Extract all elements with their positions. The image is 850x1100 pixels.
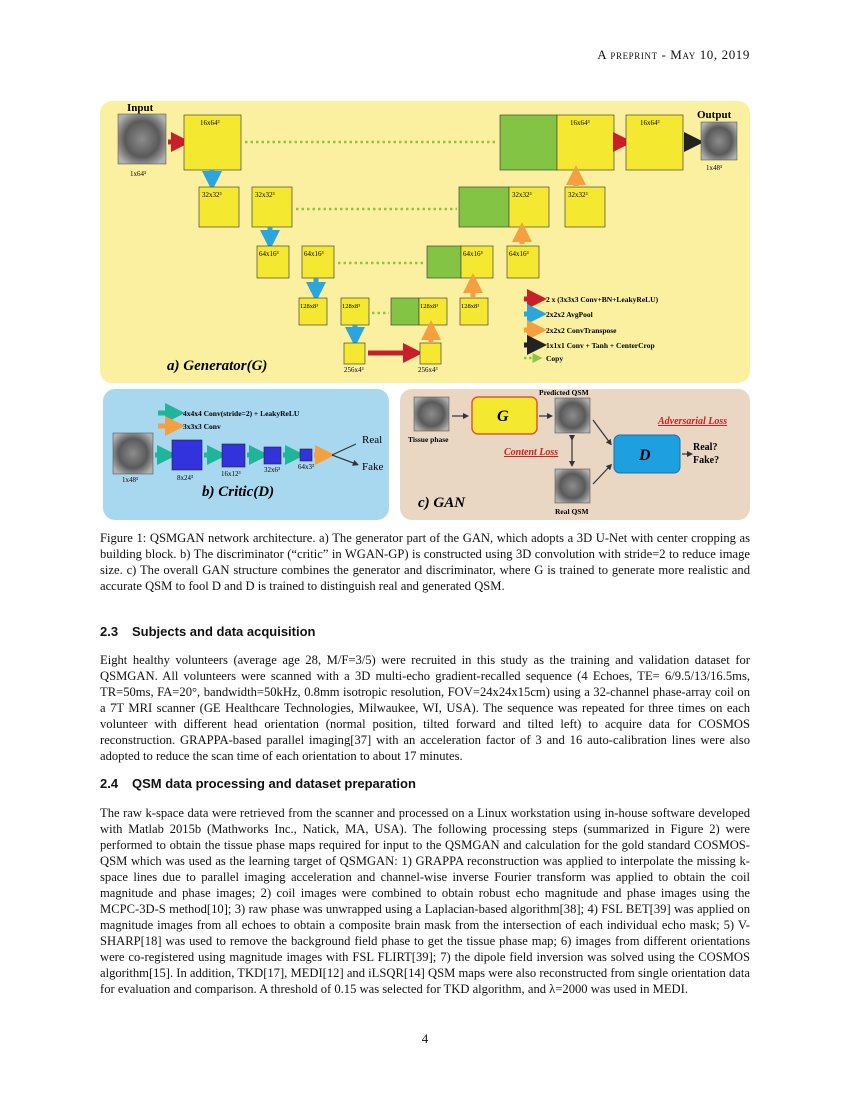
legend-pool-label: 2x2x2 AvgPool xyxy=(546,310,593,319)
section-number: 2.3 xyxy=(100,624,119,639)
gan-predicted-image xyxy=(554,397,591,434)
paragraph-2-4: The raw k-space data were retrieved from… xyxy=(100,806,750,996)
gan-d-label: D xyxy=(638,447,651,464)
critic-block-3 xyxy=(263,446,282,465)
critic-block-2 xyxy=(221,443,246,468)
block-l1-right-a-label: 16x64³ xyxy=(570,119,590,127)
critic-title: b) Critic(D) xyxy=(202,484,274,500)
input-label: Input xyxy=(127,102,154,114)
paragraph-2-3: Eight healthy volunteers (average age 28… xyxy=(100,653,750,763)
gan-real-image xyxy=(554,468,591,504)
critic-real: Real xyxy=(362,434,382,446)
block-l4-right-b xyxy=(459,297,489,326)
critic-block-1-label: 8x24³ xyxy=(177,474,193,482)
gan-arrow-pred-d xyxy=(592,419,612,446)
section-heading-2-3: 2.3 Subjects and data acquisition xyxy=(100,624,750,639)
gan-arrow-real-d xyxy=(592,463,613,485)
gan-tissue-image xyxy=(413,396,450,432)
output-image xyxy=(700,121,738,161)
output-dim: 1x48³ xyxy=(706,164,722,172)
critic-input-dim: 1x48³ xyxy=(122,476,138,484)
block-l1-right-green xyxy=(499,114,558,171)
gan-g-label: G xyxy=(497,408,509,425)
gan-fake-q: Fake? xyxy=(693,455,719,466)
gan-g-box xyxy=(471,396,538,435)
block-l3-right-a-label: 64x16³ xyxy=(463,250,483,258)
block-l1-left-label: 16x64³ xyxy=(200,119,220,127)
legend-final-label: 1x1x1 Conv + Tanh + CenterCrop xyxy=(546,341,655,350)
block-bottleneck-right xyxy=(419,342,442,365)
gan-title: c) GAN xyxy=(418,495,466,511)
gan-predicted-label: Predicted QSM xyxy=(539,388,589,397)
critic-block-1 xyxy=(171,439,203,471)
section-number: 2.4 xyxy=(100,776,119,791)
critic-block-3-label: 32x6³ xyxy=(264,466,280,474)
block-l4-left-b-label: 128x8³ xyxy=(342,303,360,310)
gan-adversarial-loss: Adversarial Loss xyxy=(657,416,727,427)
block-l2-right-b xyxy=(564,186,606,228)
gan-tissue-label: Tissue phase xyxy=(408,435,449,444)
page-number: 4 xyxy=(421,1031,429,1046)
running-header: A preprint - May 10, 2019 xyxy=(597,47,750,62)
critic-fake: Fake xyxy=(362,461,384,473)
gan-real-label: Real QSM xyxy=(555,507,589,516)
input-dim: 1x64³ xyxy=(130,170,146,178)
block-l3-left-a-label: 64x16³ xyxy=(259,250,279,258)
critic-block-2-label: 16x12³ xyxy=(221,470,241,478)
block-l1-right-b-label: 16x64³ xyxy=(640,119,660,127)
gan-real-q: Real? xyxy=(693,442,717,453)
block-l1-right-b xyxy=(625,114,684,171)
block-l2-left-a xyxy=(198,186,240,228)
block-bottleneck-left xyxy=(343,342,366,365)
block-bottleneck-right-label: 256x4³ xyxy=(418,366,438,374)
section-heading-2-4: 2.4 QSM data processing and dataset prepa… xyxy=(100,776,750,791)
legend-conv-label: 2 x (3x3x3 Conv+BN+LeakyReLU) xyxy=(546,295,659,304)
generator-title: a) Generator(G) xyxy=(167,358,267,374)
block-l2-left-a-label: 32x32³ xyxy=(202,191,222,199)
block-l1-left xyxy=(183,114,242,171)
generator-panel xyxy=(100,101,750,383)
block-l3-right-a xyxy=(460,245,494,279)
block-l4-left-a xyxy=(298,297,328,326)
input-image xyxy=(117,113,167,165)
block-l4-right-green xyxy=(390,297,420,326)
block-l4-right-b-label: 128x8³ xyxy=(461,303,479,310)
block-l2-right-green xyxy=(458,186,510,228)
critic-block-4-label: 64x3³ xyxy=(298,463,314,471)
figure-1: Input 1x64³ 16x64³ 16x64³ 16x64³ Output … xyxy=(100,98,750,523)
output-label: Output xyxy=(697,109,732,121)
critic-block-4 xyxy=(299,448,313,462)
block-l3-right-green xyxy=(426,245,462,279)
critic-legend-final-label: 3x3x3 Conv xyxy=(183,422,221,431)
block-l2-right-b-label: 32x32³ xyxy=(568,191,588,199)
block-l3-right-b xyxy=(506,245,540,279)
block-l2-left-b-label: 32x32³ xyxy=(255,191,275,199)
section-title: QSM data processing and dataset preparat… xyxy=(132,776,416,791)
block-l4-left-a-label: 128x8³ xyxy=(300,303,318,310)
block-l2-right-a-label: 32x32³ xyxy=(512,191,532,199)
section-title: Subjects and data acquisition xyxy=(132,624,316,639)
gan-d-box xyxy=(613,434,681,474)
critic-input-image xyxy=(112,432,154,475)
block-bottleneck-left-label: 256x4³ xyxy=(344,366,364,374)
block-l4-right-a-label: 128x8³ xyxy=(420,303,438,310)
gan-content-loss: Content Loss xyxy=(504,447,558,458)
figure-caption: Figure 1: QSMGAN network architecture. a… xyxy=(100,531,750,593)
block-l3-right-b-label: 64x16³ xyxy=(509,250,529,258)
legend-copy-label: Copy xyxy=(546,354,563,363)
block-l3-left-b-label: 64x16³ xyxy=(304,250,324,258)
critic-fork-lower xyxy=(331,454,359,466)
legend-transpose-label: 2x2x2 ConvTranspose xyxy=(546,326,617,335)
critic-legend-conv-label: 4x4x4 Conv(stride=2) + LeakyReLU xyxy=(183,409,300,418)
block-l3-left-a xyxy=(256,245,290,279)
block-l3-left-b xyxy=(301,245,335,279)
